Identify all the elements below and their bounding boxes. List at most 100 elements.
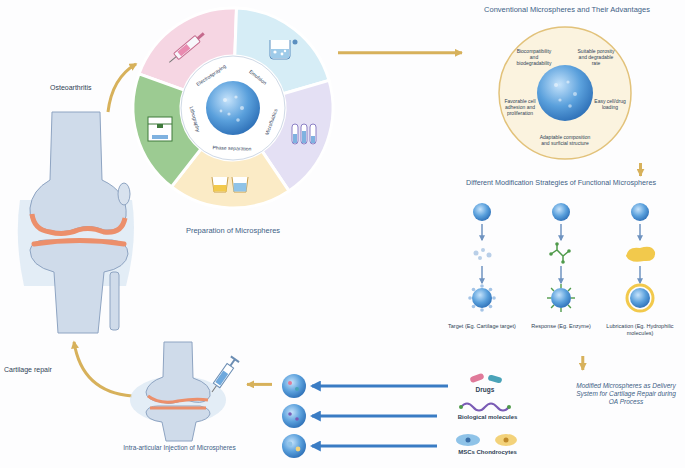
- preparation-wheel-part-part: [212, 177, 228, 192]
- preparation-wheel-part: [206, 81, 260, 135]
- advantage-ring: Conventional Microspheres and Their Adva…: [462, 3, 672, 163]
- injection-knee-part: [146, 406, 210, 441]
- preparation-wheel-part: [270, 40, 298, 60]
- method-segment: Microfluidics: [259, 98, 283, 146]
- modification-pictograms-part-part: [492, 296, 496, 300]
- preparation-wheel-part-part: [271, 49, 289, 58]
- modification-pictograms-part-part: [555, 242, 559, 246]
- injection-knee-part-part: [215, 371, 228, 386]
- segment-label: Electrospraying: [188, 58, 232, 91]
- modification-pictograms-part: [472, 288, 492, 308]
- preparation-wheel-part-part: [311, 136, 315, 143]
- preparation-wheel-part: [132, 7, 334, 209]
- delivery-pictograms-part: [312, 386, 448, 446]
- segment-label: Emulsion: [236, 59, 279, 95]
- flow-arrow: [338, 51, 462, 54]
- preparation-wheel-part-part: [301, 124, 307, 144]
- strategy-label: Target (Eg. Cartilage target): [444, 323, 520, 330]
- modification-pictograms-part: [627, 285, 653, 311]
- preparation-wheel-part-part: [169, 57, 176, 63]
- modification-pictograms-part: [631, 203, 649, 221]
- preparation-wheel-part-part: [273, 50, 276, 53]
- cargo-label: Biological molecules: [440, 414, 535, 421]
- modification-pictograms-part-part: [639, 224, 641, 240]
- osteoarthritis-knee-part: [110, 272, 119, 330]
- modification-pictograms-part-part: [481, 224, 483, 240]
- method-segment: Electrospraying: [188, 58, 232, 91]
- conventional-microsphere-part-part: [554, 83, 558, 87]
- delivery-pictograms-part: [487, 374, 502, 383]
- conventional-microsphere-part-part: [566, 80, 569, 83]
- preparation-wheel-part-part: [197, 32, 205, 39]
- modification-pictograms-part: [468, 284, 496, 312]
- preparation-wheel-part-part: [152, 135, 168, 139]
- modification-pictograms-part-part: [568, 288, 571, 291]
- osteoarthritis-knee-part: [30, 240, 128, 333]
- preparation-wheel-part-part: [270, 40, 290, 59]
- delivery-pictograms-part-part: [312, 445, 437, 448]
- flow-arrow: [639, 163, 642, 176]
- method-segment: Lithography: [184, 95, 205, 143]
- cargo-item: Biological molecules: [440, 400, 535, 428]
- injection-knee-part: [148, 396, 208, 402]
- modification-pictograms-part-part: [568, 305, 571, 308]
- preparation-wheel-part-part: [293, 40, 298, 45]
- osteoarthritis-knee-part: [118, 183, 130, 205]
- wheel-panel: Preparation of Microspheres Electrosprayi…: [128, 4, 338, 248]
- osteoarthritis-knee-part: [30, 112, 126, 232]
- modification-pictograms-part-part: [551, 288, 554, 291]
- modification-pictograms-part-part: [571, 297, 575, 298]
- modification-pictograms-part: [626, 247, 655, 262]
- preparation-wheel-part: [292, 124, 316, 144]
- panel-heading: Conventional Microspheres and Their Adva…: [462, 5, 672, 14]
- preparation-wheel-part-part: [310, 124, 316, 144]
- preparation-wheel-part: [220, 95, 244, 121]
- advantage-text: Biocompatibility and biodegradability: [512, 48, 556, 66]
- delivery-pictograms-part: [466, 438, 471, 443]
- panel-heading: Preparation of Microspheres: [128, 226, 338, 235]
- modification-pictograms-part-part: [560, 308, 561, 312]
- delivery-pictograms-part: [461, 404, 509, 411]
- preparation-wheel-part-part: [174, 36, 201, 60]
- delivery-pictograms-part-part: [288, 442, 293, 447]
- preparation-wheel-part-part: [292, 124, 298, 144]
- preparation-wheel-part-part: [214, 185, 227, 192]
- injection-knee-part: [150, 407, 206, 410]
- modification-panel: Different Modification Strategies of Fun…: [440, 176, 682, 356]
- delivery-pictograms-part-part: [295, 387, 299, 391]
- modification-pictograms-part-part: [468, 296, 472, 300]
- conventional-microsphere-part: [554, 80, 577, 107]
- modification-pictograms-part-part: [480, 284, 484, 288]
- preparation-wheel-part-part: [240, 106, 244, 110]
- strategy-column: Target (Eg. Cartilage target): [444, 199, 520, 354]
- modification-pictograms-part: [630, 288, 650, 308]
- modification-pictograms-part: [473, 203, 491, 221]
- modification-pictograms-part: [551, 244, 569, 262]
- modification-pictograms-part-part: [560, 284, 561, 288]
- modification-pictograms-part: [547, 284, 575, 312]
- delivery-panel: Modified Microspheres as Delivery System…: [272, 370, 682, 466]
- preparation-wheel-part-part: [157, 124, 163, 128]
- panel-heading: Different Modification Strategies of Fun…: [440, 179, 682, 188]
- modification-pictograms-part: [549, 242, 571, 264]
- conventional-microsphere-part: [537, 65, 593, 121]
- preparation-wheel-part-part: [284, 50, 286, 52]
- modification-pictograms-part: [482, 224, 640, 283]
- conventional-microsphere: [499, 27, 631, 159]
- injection-panel: Intra-articular Injection of Microsphere…: [112, 338, 247, 466]
- modification-pictograms-part-part: [472, 305, 476, 309]
- preparation-wheel-part-part: [293, 134, 297, 143]
- injection-knee: [130, 342, 239, 441]
- preparation-wheel-part-part: [220, 110, 223, 113]
- injection-knee-part-part: [230, 359, 235, 366]
- delivery-pictograms-part-part: [312, 385, 448, 388]
- modification-pictograms-part-part: [472, 288, 476, 292]
- segment-label: Microfluidics: [259, 98, 283, 146]
- delivery-pictograms-part: [469, 373, 484, 383]
- modification-pictograms-part-part: [480, 308, 484, 312]
- delivery-pictograms-part: [456, 434, 480, 446]
- modification-pictograms-part-part: [489, 305, 493, 309]
- modification-pictograms-part: [551, 288, 571, 308]
- delivery-pictograms-part: [282, 434, 306, 458]
